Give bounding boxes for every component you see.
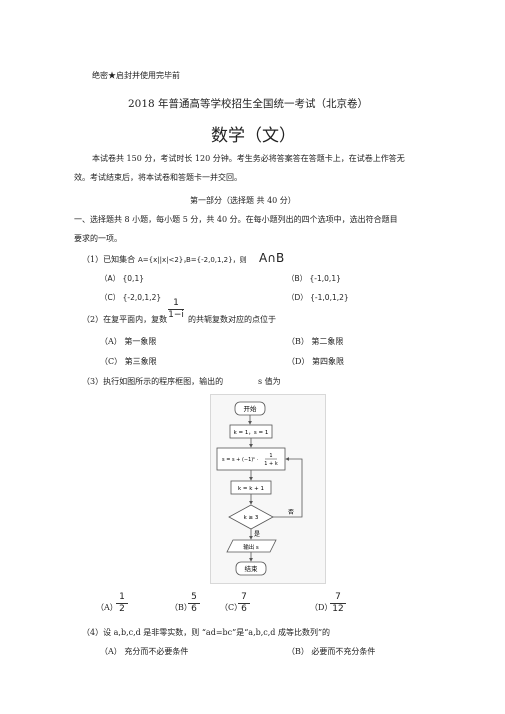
q2-option-c: （C） 第三象限 [100,357,157,366]
q3-option-d-den: 12 [332,604,344,614]
exam-title: 2018 年普通高等学校招生全国统一考试（北京卷） [128,98,369,110]
part1-title: 第一部分（选择题 共 40 分） [190,196,296,205]
q3-option-c-num: 7 [241,592,247,602]
flow-update-frac-den: 1 + k [264,461,278,467]
q2-fraction: 1 1−i [168,299,184,320]
flow-start-text: 开始 [244,404,258,413]
flow-output-box [226,539,277,553]
q3-option-a-fraction: 1 2 [116,593,128,614]
q2-fraction-denominator: 1−i [168,310,184,320]
q3-option-c-fraction: 7 6 [238,593,250,614]
intro-line-1: 本试卷共 150 分，考试时长 120 分钟。考生务必将答案答在答题卡上，在试卷… [92,154,405,163]
flow-condition-text: k ≥ 3 [244,515,259,521]
intro-line-2: 效。考试结束后，将本试卷和答题卡一并交回。 [74,173,242,182]
flow-update-frac-num: 1 [269,453,272,459]
q3-option-a-den: 2 [119,604,125,614]
subject-title: 数学（文） [211,126,296,146]
q3-option-c-label: （C） [220,603,243,612]
flow-yes-label: 是 [254,531,260,538]
q2-option-b: （B） 第二象限 [287,337,344,346]
flow-init-text: k = 1，s = 1 [234,430,269,436]
q1-stem: （1）已知集合 [82,255,136,264]
part1-instruction-2: 要求的一项。 [74,234,122,243]
q4-stem: （4）设 a,b,c,d 是非零实数，则 “ad=bc”是“a,b,c,d 成等… [82,628,331,637]
q1-expression: A∩B [259,251,285,265]
flow-end-box [235,561,267,576]
flow-output-text: 输出 s [243,543,259,551]
q2-option-d: （D） 第四象限 [287,357,344,366]
q3-stem: （3）执行如图所示的程序框图，输出的 [82,377,224,386]
flowchart: 开始 k = 1，s = 1 s = s + (−1)ᵏ · 1 1 + k k… [210,394,326,584]
q1-option-d: （D） {-1,0,1,2} [287,293,349,302]
q1-option-c: （C） {-2,0,1,2} [100,293,162,302]
q2-fraction-numerator: 1 [173,298,179,308]
flow-no-label: 否 [288,509,294,516]
q1-option-b: （B） {-1,0,1} [287,274,341,283]
q3-option-d-num: 7 [335,592,341,602]
q3-variable: s 值为 [258,377,281,386]
q3-option-b-den: 6 [191,604,197,614]
q3-option-d-fraction: 7 12 [330,593,346,614]
q3-option-d-label: （D） [310,603,333,612]
q1-set-b: B={-2,0,1,2}，则 [186,256,247,264]
q3-option-b-num: 5 [191,592,197,602]
flow-update-prefix: s = s + (−1)ᵏ · [222,457,259,463]
q3-option-a-num: 1 [119,592,125,602]
q2-option-a: （A） 第一象限 [100,337,157,346]
q1-option-a: （A） {0,1} [100,274,144,283]
q4-option-b: （B） 必要而不充分条件 [287,647,376,656]
q3-option-b-fraction: 5 6 [188,593,200,614]
q3-option-a-label: （A） [96,603,118,612]
q4-option-a: （A） 充分而不必要条件 [100,647,189,656]
flow-end-text: 结束 [245,564,259,573]
q3-option-b-label: （B） [170,603,192,612]
part1-instruction-1: 一、选择题共 8 小题，每小题 5 分，共 40 分。在每小题列出的四个选项中，… [74,215,398,224]
secret-note: 绝密★启封并使用完毕前 [92,71,180,80]
q1-set-a: A={x||x|<2}， [138,256,191,264]
q3-option-c-den: 6 [241,604,247,614]
q2-stem-end: 的共轭复数对应的点位于 [188,315,276,324]
flow-increment-text: k = k + 1 [238,486,264,492]
q2-stem: （2）在复平面内，复数 [82,315,168,324]
